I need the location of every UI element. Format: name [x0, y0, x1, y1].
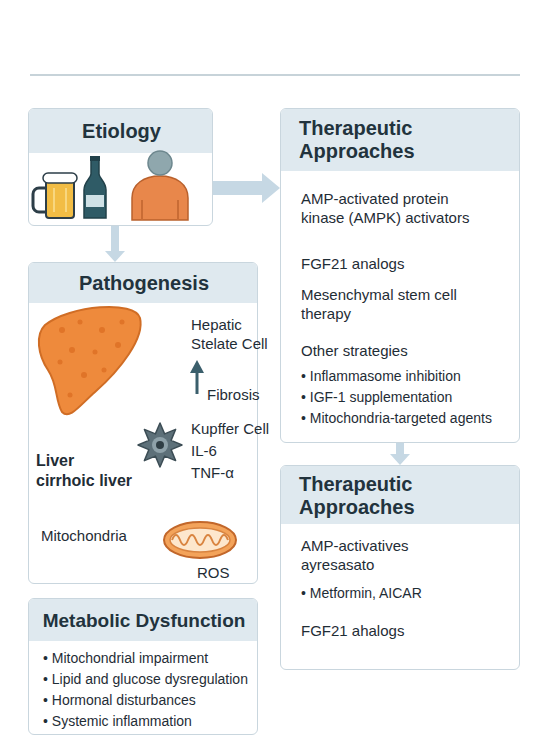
box-text: IL-6 [191, 441, 217, 460]
flow-arrow [213, 173, 280, 203]
box-text: Kupffer Cell [191, 419, 269, 438]
box-text: FGF21 analogs [301, 254, 486, 273]
flow-arrow [390, 443, 410, 465]
bullet-item: • Lipid and glucose dysregulation [43, 670, 248, 688]
box-text: Other strategies [301, 341, 486, 360]
box-text: Liver cirrhoic liver [36, 451, 134, 491]
arrow-head [105, 251, 125, 262]
box-heading: Metabolic Dysfunction [29, 609, 259, 632]
bullet-item: • Systemic inflammation [43, 712, 192, 730]
arrow-head [390, 454, 410, 465]
content-box: PathogenesisHepatic Stelate CellFibrosis… [28, 262, 258, 584]
content-box: Therapeutic ApproachesAMP-activated prot… [280, 108, 520, 443]
content-box: Therapeutic ApproachesAMP-activatives ay… [280, 465, 520, 670]
box-text: Fibrosis [207, 385, 260, 404]
box-text: ROS [197, 563, 230, 582]
box-text: AMP-activatives ayresasato [301, 536, 441, 574]
box-text: Mesenchymal stem cell therapy [301, 285, 486, 323]
box-text: FGF21 ahalogs [301, 621, 404, 640]
arrow-head [262, 173, 280, 203]
box-text: Hepatic Stelate Cell [191, 315, 279, 353]
arrow-shaft [111, 226, 119, 252]
box-heading: Pathogenesis [29, 272, 259, 295]
box-text: Mitochondria [41, 526, 127, 545]
box-text: AMP-activated protein kinase (AMPK) acti… [301, 189, 486, 227]
bullet-item: • Metformin, AICAR [301, 584, 422, 602]
arrow-shaft [396, 443, 404, 455]
content-box: Etiology [28, 108, 213, 226]
box-heading: Therapeutic Approaches [299, 473, 499, 519]
bullet-item: • Mitochondrial impairment [43, 649, 208, 667]
box-text: TNF-α [191, 463, 234, 482]
box-heading: Therapeutic Approaches [299, 117, 499, 163]
top-rule [30, 74, 520, 76]
bullet-item: • Hormonal disturbances [43, 691, 196, 709]
bullet-item: • Mitochondria-targeted agents [301, 409, 492, 427]
bullet-item: • Inflammasome inhibition [301, 367, 461, 385]
bullet-item: • IGF-1 supplementation [301, 388, 452, 406]
arrow-shaft [213, 181, 263, 195]
box-heading: Etiology [29, 120, 214, 143]
flow-arrow [105, 226, 125, 262]
content-box: Metabolic Dysfunction • Mitochondrial imp… [28, 598, 258, 735]
